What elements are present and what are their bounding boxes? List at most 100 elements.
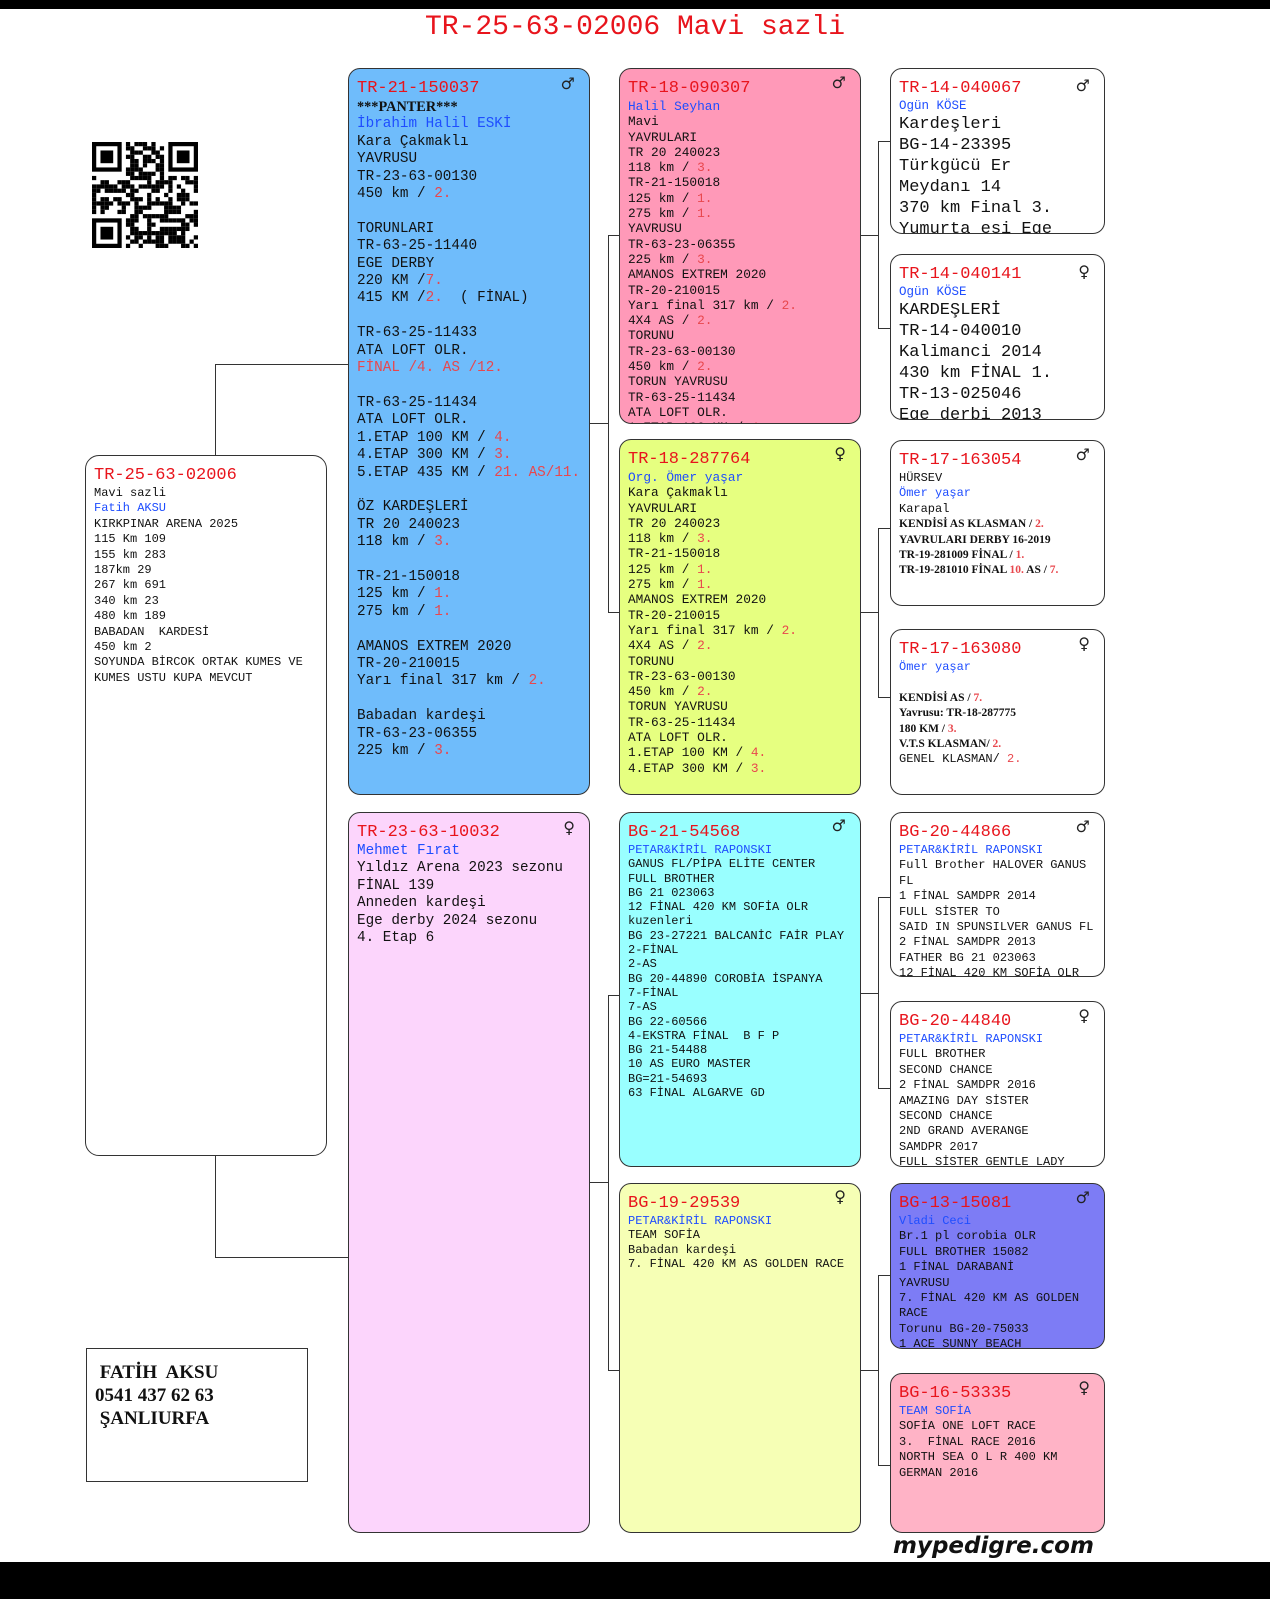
line-text: 155 km 283 xyxy=(94,547,167,562)
card-line: 12 FİNAL 420 KM SOFİA OLR xyxy=(899,966,1096,976)
connector-line xyxy=(608,995,609,1370)
card-line: TR-63-25-11434 xyxy=(628,390,852,405)
result-value: 21. AS/11. xyxy=(494,464,581,481)
card-line: 4X4 AS / 2. xyxy=(628,638,852,653)
card-line: TR-23-63-00130 xyxy=(357,169,581,186)
result-value: 1. xyxy=(434,603,452,620)
pedigree-card[interactable]: TR-17-163080♀Ömer yaşar KENDİSİ AS / 7.Y… xyxy=(890,629,1105,795)
line-text: Torunu BG-20-75033 xyxy=(899,1321,1029,1336)
line-text: TR-13-025046 xyxy=(899,385,1022,404)
line-text: TR-63-25-11433 xyxy=(357,325,478,342)
ring-number: TR-17-163080 xyxy=(899,640,1022,659)
card-line: Meydanı 14 xyxy=(899,177,1096,198)
line-text: ATA LOFT OLR. xyxy=(357,342,469,359)
card-line: 267 km 691 xyxy=(94,578,318,593)
card-line: BG 21 023063 xyxy=(628,886,852,900)
line-text: FİNAL 139 xyxy=(357,877,435,894)
card-line: Babadan kardeşi xyxy=(357,708,581,725)
qr-code-icon xyxy=(92,142,198,248)
card-line: SECOND CHANCE xyxy=(899,1109,1096,1124)
card-line: Yıldız Arena 2023 sezonu xyxy=(357,860,581,877)
line-text: V.T.S KLASMAN/ xyxy=(899,738,993,751)
card-line: 7. FİNAL 420 KM AS GOLDEN RACE xyxy=(628,1257,852,1271)
line-text xyxy=(357,308,366,324)
line-text: GERMAN 2016 xyxy=(899,1465,979,1480)
line-text: Yarı final 317 km / xyxy=(357,673,529,690)
card-line: 10 AS EURO MASTER xyxy=(628,1057,852,1071)
female-icon: ♀ xyxy=(1078,1006,1090,1025)
breeder-phone: 0541 437 62 63 xyxy=(95,1385,214,1406)
card-line: 275 km / 1. xyxy=(628,206,852,221)
card-line: TR-13-025046 xyxy=(899,384,1096,405)
line-text: Org. Ömer yaşar xyxy=(628,470,744,485)
card-line: 2-AS xyxy=(628,957,852,971)
line-text: TR 20 240023 xyxy=(357,516,460,533)
card-line: FL xyxy=(899,874,1096,889)
line-text: YAVRULARI DERBY 16-2019 xyxy=(899,533,1051,546)
line-text: ÖZ KARDEŞLERİ xyxy=(357,499,469,516)
card-line: 4.ETAP 300 KM / 3. xyxy=(357,447,581,464)
card-line: 118 km / 3. xyxy=(628,531,852,546)
line-text: Mehmet Fırat xyxy=(357,843,460,859)
female-icon: ♀ xyxy=(834,1187,846,1206)
line-text: 2-AS xyxy=(628,957,657,972)
pedigree-card[interactable]: TR-21-150037♂***PANTER***İbrahim Halil E… xyxy=(348,68,590,795)
line-text: AMANOS EXTREM 2020 xyxy=(628,592,767,608)
line-text: FULL SİSTER TO xyxy=(899,904,1000,919)
card-line: RACE xyxy=(899,1306,1096,1321)
line-text xyxy=(357,203,366,219)
female-icon: ♀ xyxy=(834,444,846,463)
line-text: BG 21 023063 xyxy=(628,885,715,900)
line-text: 450 km / xyxy=(357,186,435,203)
line-text: TR-20-210015 xyxy=(357,656,460,672)
result-value: 2. xyxy=(697,638,713,654)
page-title: TR-25-63-02006 Mavi sazli xyxy=(424,12,846,43)
line-text: FATHER BG 21 023063 xyxy=(899,950,1036,965)
line-text: TR-63-23-06355 xyxy=(357,725,478,742)
line-text: 63 FİNAL ALGARVE GD xyxy=(628,1086,765,1101)
result-value: 3. xyxy=(697,531,713,547)
card-line: TR-21-150018 xyxy=(628,175,852,190)
line-text: 4X4 AS / xyxy=(628,313,698,329)
card-line: SOYUNDA BİRCOK ORTAK KUMES VE xyxy=(94,655,318,670)
line-text: 430 km FİNAL 1. xyxy=(899,364,1053,383)
male-icon: ♂ xyxy=(1075,445,1090,464)
card-line xyxy=(357,691,581,708)
card-line: Yarı final 317 km / 2. xyxy=(357,673,581,690)
card-line: PETAR&KİRİL RAPONSKI xyxy=(628,1214,852,1228)
card-line: Ogün KÖSE xyxy=(899,285,1096,300)
brand-logo[interactable]: mypedigre.com xyxy=(893,1533,1094,1559)
connector-line xyxy=(608,235,609,612)
card-line: 125 km / 1. xyxy=(357,586,581,603)
ring-number: TR-17-163054 xyxy=(899,451,1022,470)
line-text: Full Brother HALOVER GANUS xyxy=(899,858,1087,873)
line-text: KUMES USTU KUPA MEVCUT xyxy=(94,670,253,685)
ring-number: TR-18-090307 xyxy=(628,79,751,98)
card-line: Yavrusu: TR-18-287775 xyxy=(899,706,1096,721)
line-text: Yıldız Arena 2023 sezonu xyxy=(357,860,563,877)
card-line: TR-19-281009 FİNAL / 1. xyxy=(899,548,1096,563)
card-line: ATA LOFT OLR. xyxy=(357,343,581,360)
line-text: Vladi Ceci xyxy=(899,1214,972,1228)
line-text: 1 FİNAL DARABANİ xyxy=(899,1260,1015,1275)
card-line: 415 KM /2. ( FİNAL) xyxy=(357,290,581,307)
card-line: GENEL KLASMAN/ 2. xyxy=(899,752,1096,767)
line-text: HÜRSEV xyxy=(899,471,943,485)
card-line: TORUNU xyxy=(628,328,852,343)
result-value: 7. xyxy=(1049,564,1059,577)
card-line: YAVRUSU xyxy=(628,221,852,236)
line-text: 125 km / xyxy=(357,586,435,603)
